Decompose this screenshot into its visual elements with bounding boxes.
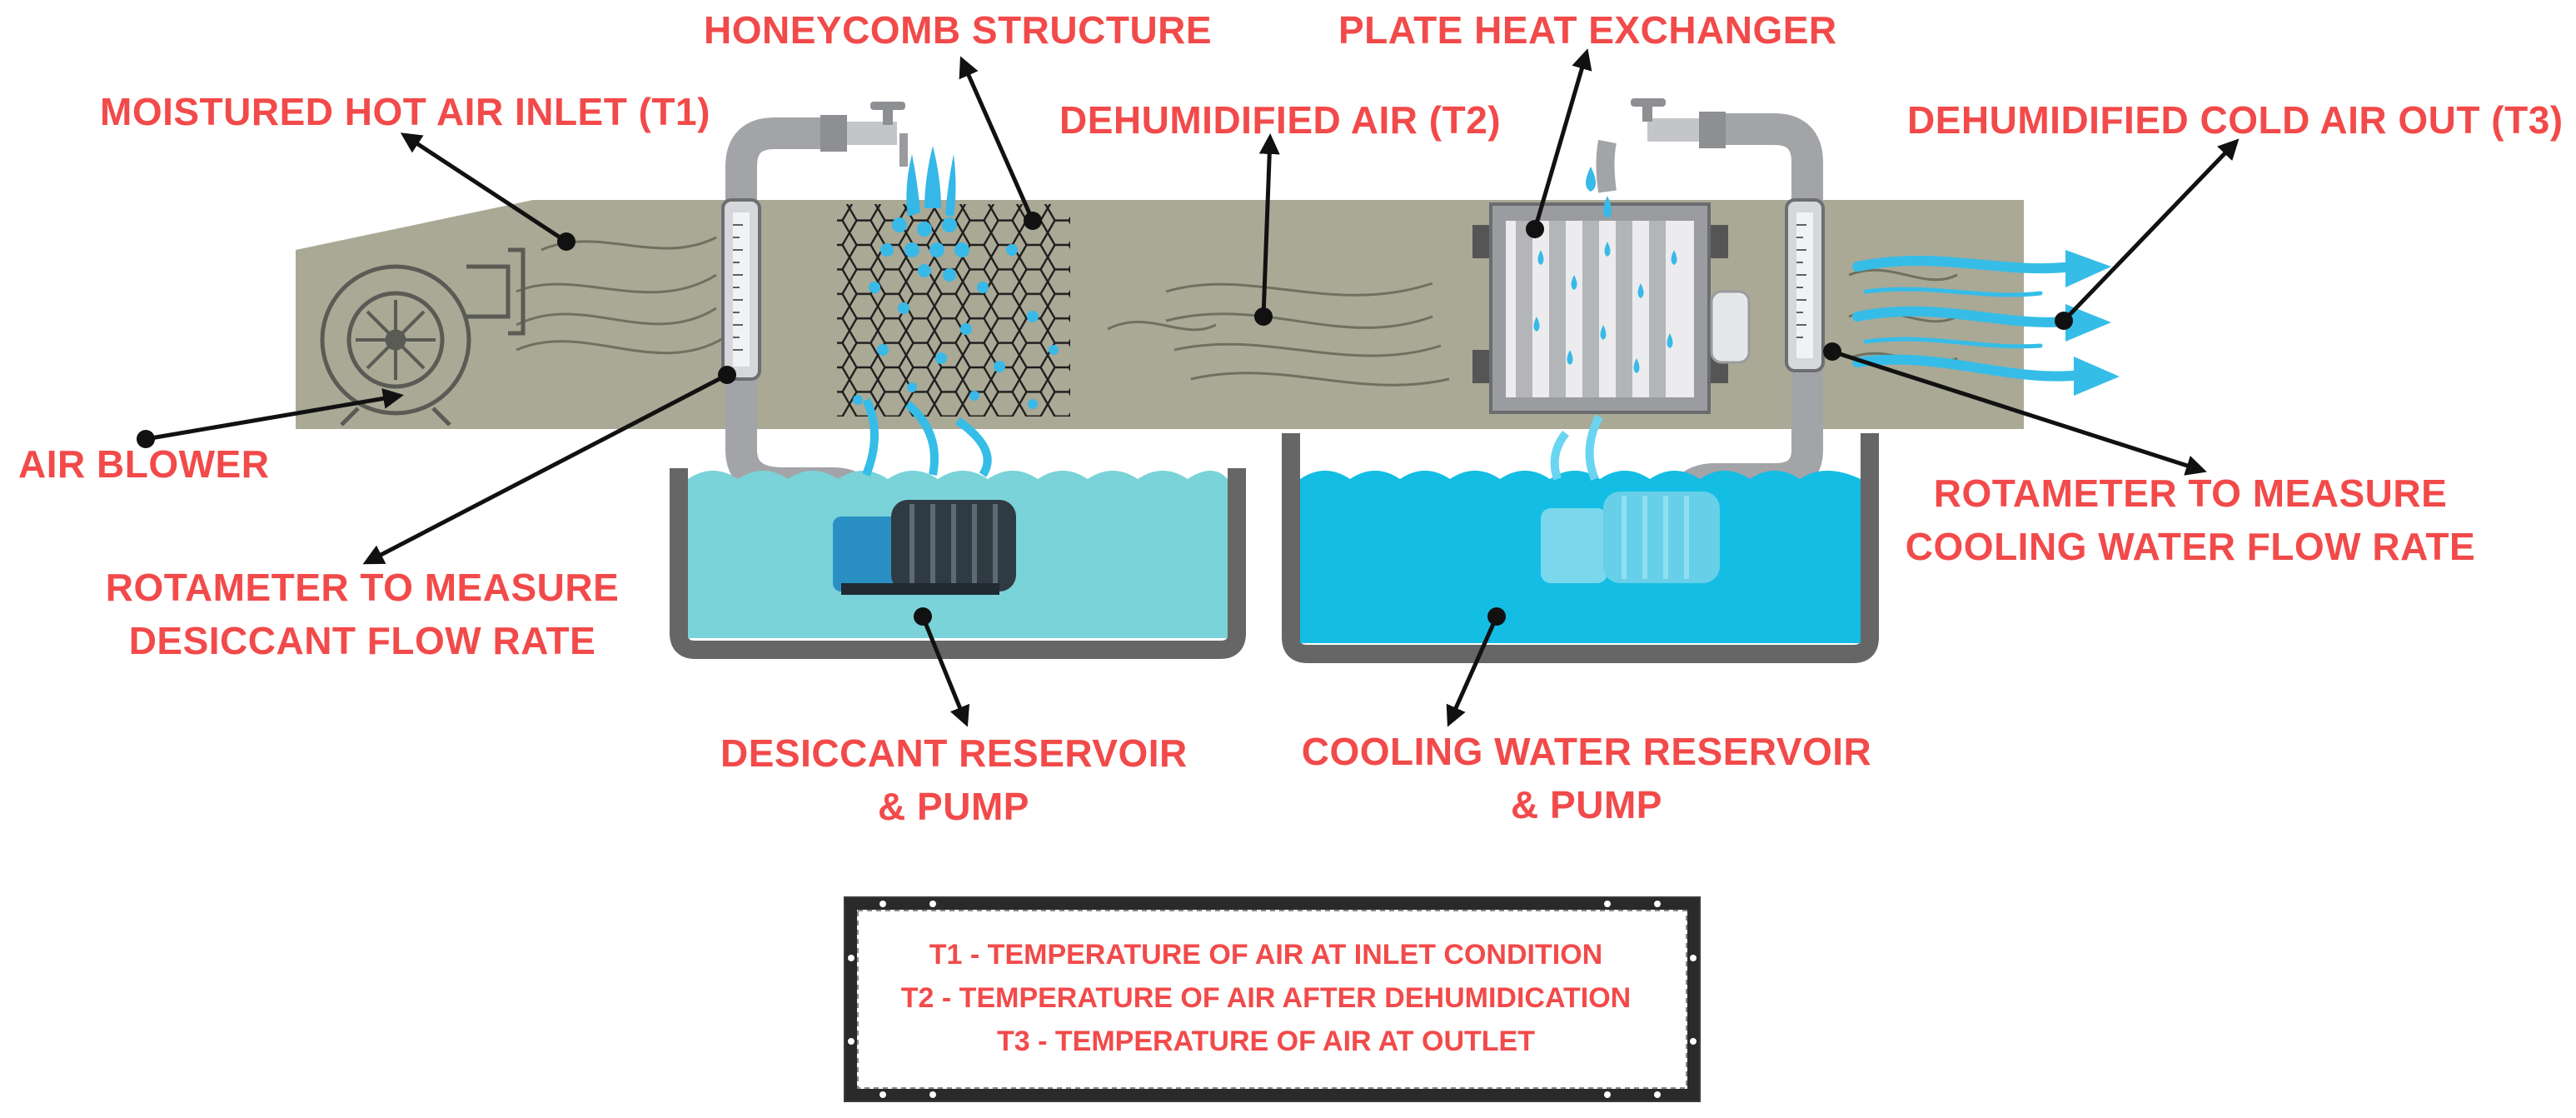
honeycomb-droplets (906, 146, 956, 217)
legend-frame (844, 896, 1701, 1102)
legend-text: T1 - TEMPERATURE OF AIR AT INLET CONDITI… (858, 933, 1674, 1063)
label-air-blower: AIR BLOWER (18, 442, 270, 486)
label-plate-heat-exchanger: PLATE HEAT EXCHANGER (1338, 8, 1837, 52)
label-honeycomb-structure: HONEYCOMB STRUCTURE (704, 8, 1213, 52)
desiccant-rotameter-icon (721, 198, 761, 381)
honeycomb-structure (837, 146, 1070, 417)
label-cooling-water-reservoir: COOLING WATER RESERVOIR& PUMP (1301, 730, 1872, 826)
desiccant-pump-icon (833, 500, 1016, 595)
plate-heat-exchanger-icon (1472, 167, 1751, 414)
legend-t3: T3 - TEMPERATURE OF AIR AT OUTLET (997, 1026, 1535, 1057)
pointer-dots (137, 212, 2073, 626)
label-moistured-hot-air-inlet: MOISTURED HOT AIR INLET (T1) (100, 90, 710, 133)
label-dehumidified-air: DEHUMIDIFIED AIR (T2) (1059, 98, 1502, 142)
legend-t1: T1 - TEMPERATURE OF AIR AT INLET CONDITI… (929, 939, 1603, 971)
label-dehumidified-cold-air-out: DEHUMIDIFIED COLD AIR OUT (T3) (1907, 98, 2564, 142)
label-desiccant-reservoir: DESICCANT RESERVOIR& PUMP (720, 731, 1188, 828)
legend-t2: T2 - TEMPERATURE OF AIR AFTER DEHUMIDICA… (900, 982, 1632, 1014)
air-blower-icon (320, 247, 526, 427)
pointer-lines (145, 48, 2240, 727)
cooling-rotameter-icon (1785, 198, 1825, 372)
cooling-pump-icon (1541, 492, 1720, 583)
cold-air-arrows (1852, 256, 2087, 382)
